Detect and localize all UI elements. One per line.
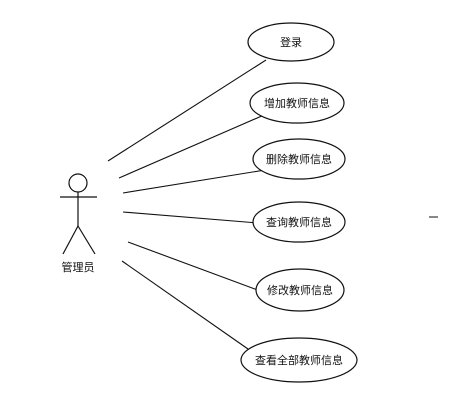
actor-admin bbox=[60, 173, 97, 255]
actor-left-leg bbox=[62, 225, 79, 255]
use-case-view-all-teachers-ellipse bbox=[240, 337, 358, 383]
use-case-delete-teacher[interactable]: 删除教师信息 bbox=[252, 138, 346, 180]
use-case-query-teacher[interactable]: 查询教师信息 bbox=[252, 201, 346, 243]
actor-head bbox=[68, 173, 88, 193]
associations bbox=[107, 59, 267, 350]
association-query-teacher bbox=[122, 211, 259, 224]
actor-right-leg bbox=[77, 225, 96, 255]
actor-label: 管理员 bbox=[62, 260, 95, 274]
use-case-add-teacher[interactable]: 增加教师信息 bbox=[249, 82, 345, 124]
association-view-all-teachers bbox=[121, 260, 249, 350]
use-case-view-all-teachers-label: 查看全部教师信息 bbox=[255, 353, 343, 367]
use-case-add-teacher-ellipse bbox=[249, 82, 345, 124]
use-case-login-ellipse bbox=[247, 22, 335, 62]
use-case-login-label: 登录 bbox=[280, 35, 302, 49]
association-delete-teacher bbox=[122, 169, 266, 194]
association-login bbox=[107, 59, 267, 162]
association-add-teacher bbox=[118, 114, 265, 179]
use-case-add-teacher-label: 增加教师信息 bbox=[264, 96, 330, 110]
use-case-modify-teacher[interactable]: 修改教师信息 bbox=[255, 268, 345, 312]
use-case-query-teacher-ellipse bbox=[252, 201, 346, 243]
use-case-query-teacher-label: 查询教师信息 bbox=[266, 215, 332, 229]
use-case-delete-teacher-label: 删除教师信息 bbox=[266, 152, 332, 166]
use-case-modify-teacher-ellipse bbox=[255, 268, 345, 312]
use-case-modify-teacher-label: 修改教师信息 bbox=[267, 283, 333, 297]
use-case-login[interactable]: 登录 bbox=[247, 22, 335, 62]
use-case-delete-teacher-ellipse bbox=[252, 138, 346, 180]
use-case-view-all-teachers[interactable]: 查看全部教师信息 bbox=[240, 337, 358, 383]
association-modify-teacher bbox=[127, 241, 264, 293]
